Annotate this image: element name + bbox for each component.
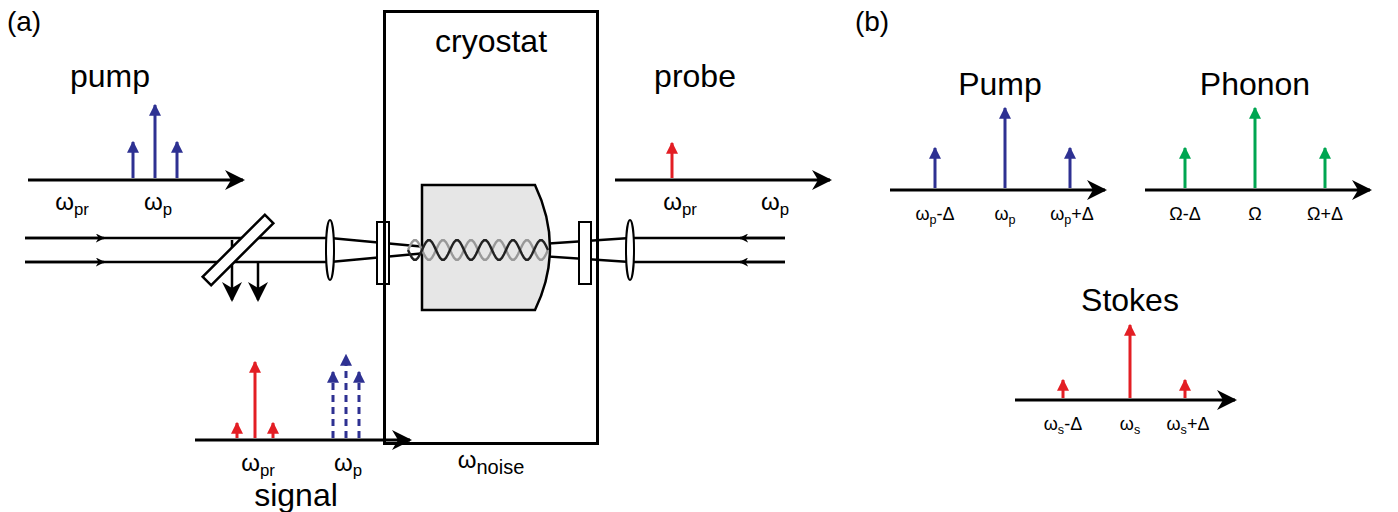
spectrum-title: Stokes <box>1081 284 1179 316</box>
spectrum-title: Pump <box>958 68 1042 100</box>
frequency-label: ωpr <box>663 190 697 214</box>
frequency-label: ωp <box>994 205 1015 223</box>
noise-label: ωnoise <box>386 448 596 477</box>
cryostat-box: cryostatωnoise <box>383 10 599 445</box>
frequency-label: ωp+Δ <box>1050 205 1094 223</box>
panel-letter: (b) <box>855 8 889 36</box>
frequency-label: ωp-Δ <box>915 205 954 223</box>
frequency-label: ωs <box>1120 415 1140 433</box>
frequency-label: Ω-Δ <box>1169 205 1200 223</box>
acoustic-wave <box>408 240 548 259</box>
frequency-label: ωp <box>144 190 172 214</box>
spectrum-title: signal <box>254 479 338 511</box>
frequency-label: Ω+Δ <box>1307 205 1343 223</box>
spectrum-title: probe <box>654 60 736 92</box>
panel-letter: (a) <box>7 8 41 36</box>
acoustic-wave <box>408 240 548 259</box>
frequency-label: ωpr <box>241 451 275 475</box>
box-title: cryostat <box>386 25 596 57</box>
frequency-label: ωs+Δ <box>1167 415 1210 433</box>
frequency-label: ωs-Δ <box>1044 415 1082 433</box>
frequency-label: ωpr <box>55 190 89 214</box>
frequency-label: Ω <box>1248 205 1261 223</box>
frequency-label: ωp <box>761 190 789 214</box>
frequency-label: ωp <box>334 451 362 475</box>
spectrum-title: Phonon <box>1200 68 1310 100</box>
spectrum-title: pump <box>70 60 150 92</box>
